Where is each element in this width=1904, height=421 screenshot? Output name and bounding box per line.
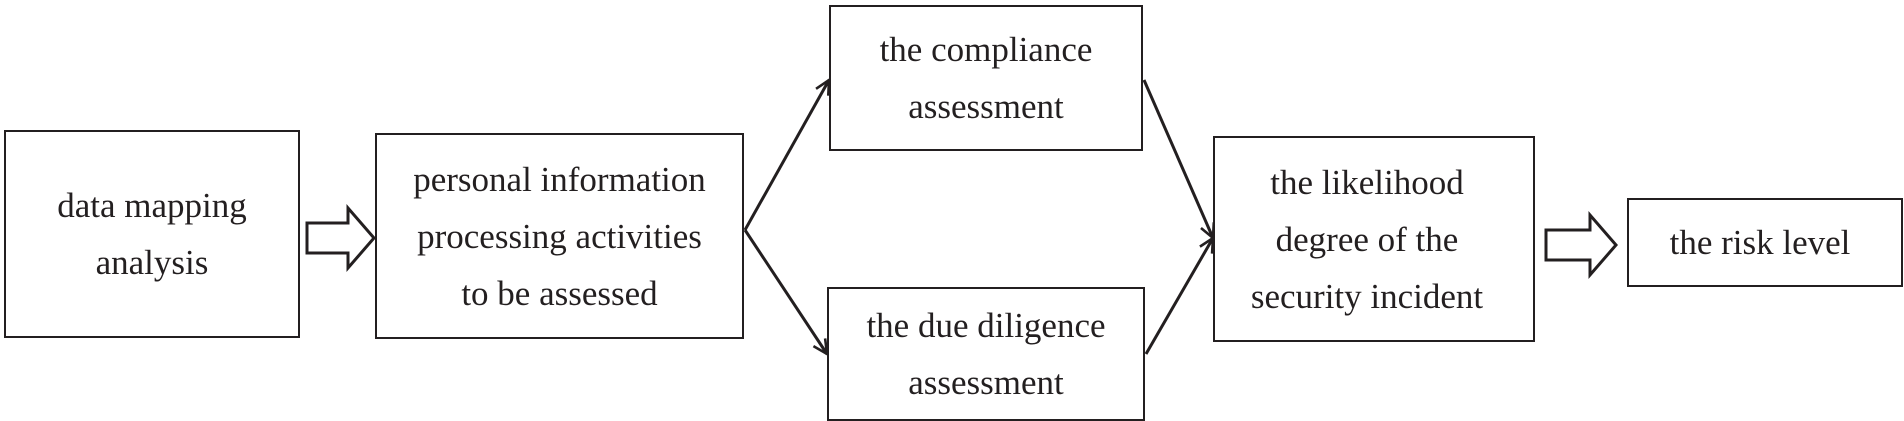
- node-text-line: assessment: [908, 87, 1064, 126]
- arrow-activities-to-due-diligence: [743, 229, 827, 354]
- node-text-line: degree of the: [1275, 219, 1459, 259]
- block-arrow-likelihood-to-risk: [1544, 210, 1618, 280]
- node-text-line: the compliance: [879, 30, 1093, 69]
- block-arrow-data-mapping-to-activities: [305, 203, 376, 273]
- node-text-line: processing activities: [417, 216, 702, 256]
- node-due-diligence-assessment: the due diligence assessment: [827, 287, 1145, 421]
- node-text-line: analysis: [95, 243, 209, 282]
- node-compliance-assessment: the compliance assessment: [829, 5, 1143, 151]
- arrow-compliance-to-likelihood: [1142, 79, 1213, 238]
- node-risk-level: the risk level: [1627, 198, 1903, 287]
- arrow-due-diligence-to-likelihood: [1144, 238, 1213, 355]
- node-text-line: to be assessed: [461, 273, 658, 313]
- node-data-mapping-analysis: data mapping analysis: [4, 130, 300, 338]
- node-likelihood-degree: the likelihood degree of the security in…: [1213, 136, 1535, 342]
- node-text-line: data mapping: [57, 186, 247, 225]
- node-text-line: security incident: [1250, 276, 1484, 316]
- node-text-line: personal information: [413, 159, 706, 199]
- node-text-line: the due diligence: [866, 306, 1106, 345]
- node-text-line: the likelihood: [1270, 162, 1464, 202]
- node-processing-activities: personal information processing activiti…: [375, 133, 744, 339]
- arrow-activities-to-compliance: [743, 80, 829, 231]
- node-text-line: the risk level: [1669, 223, 1851, 262]
- node-text-line: assessment: [908, 363, 1064, 402]
